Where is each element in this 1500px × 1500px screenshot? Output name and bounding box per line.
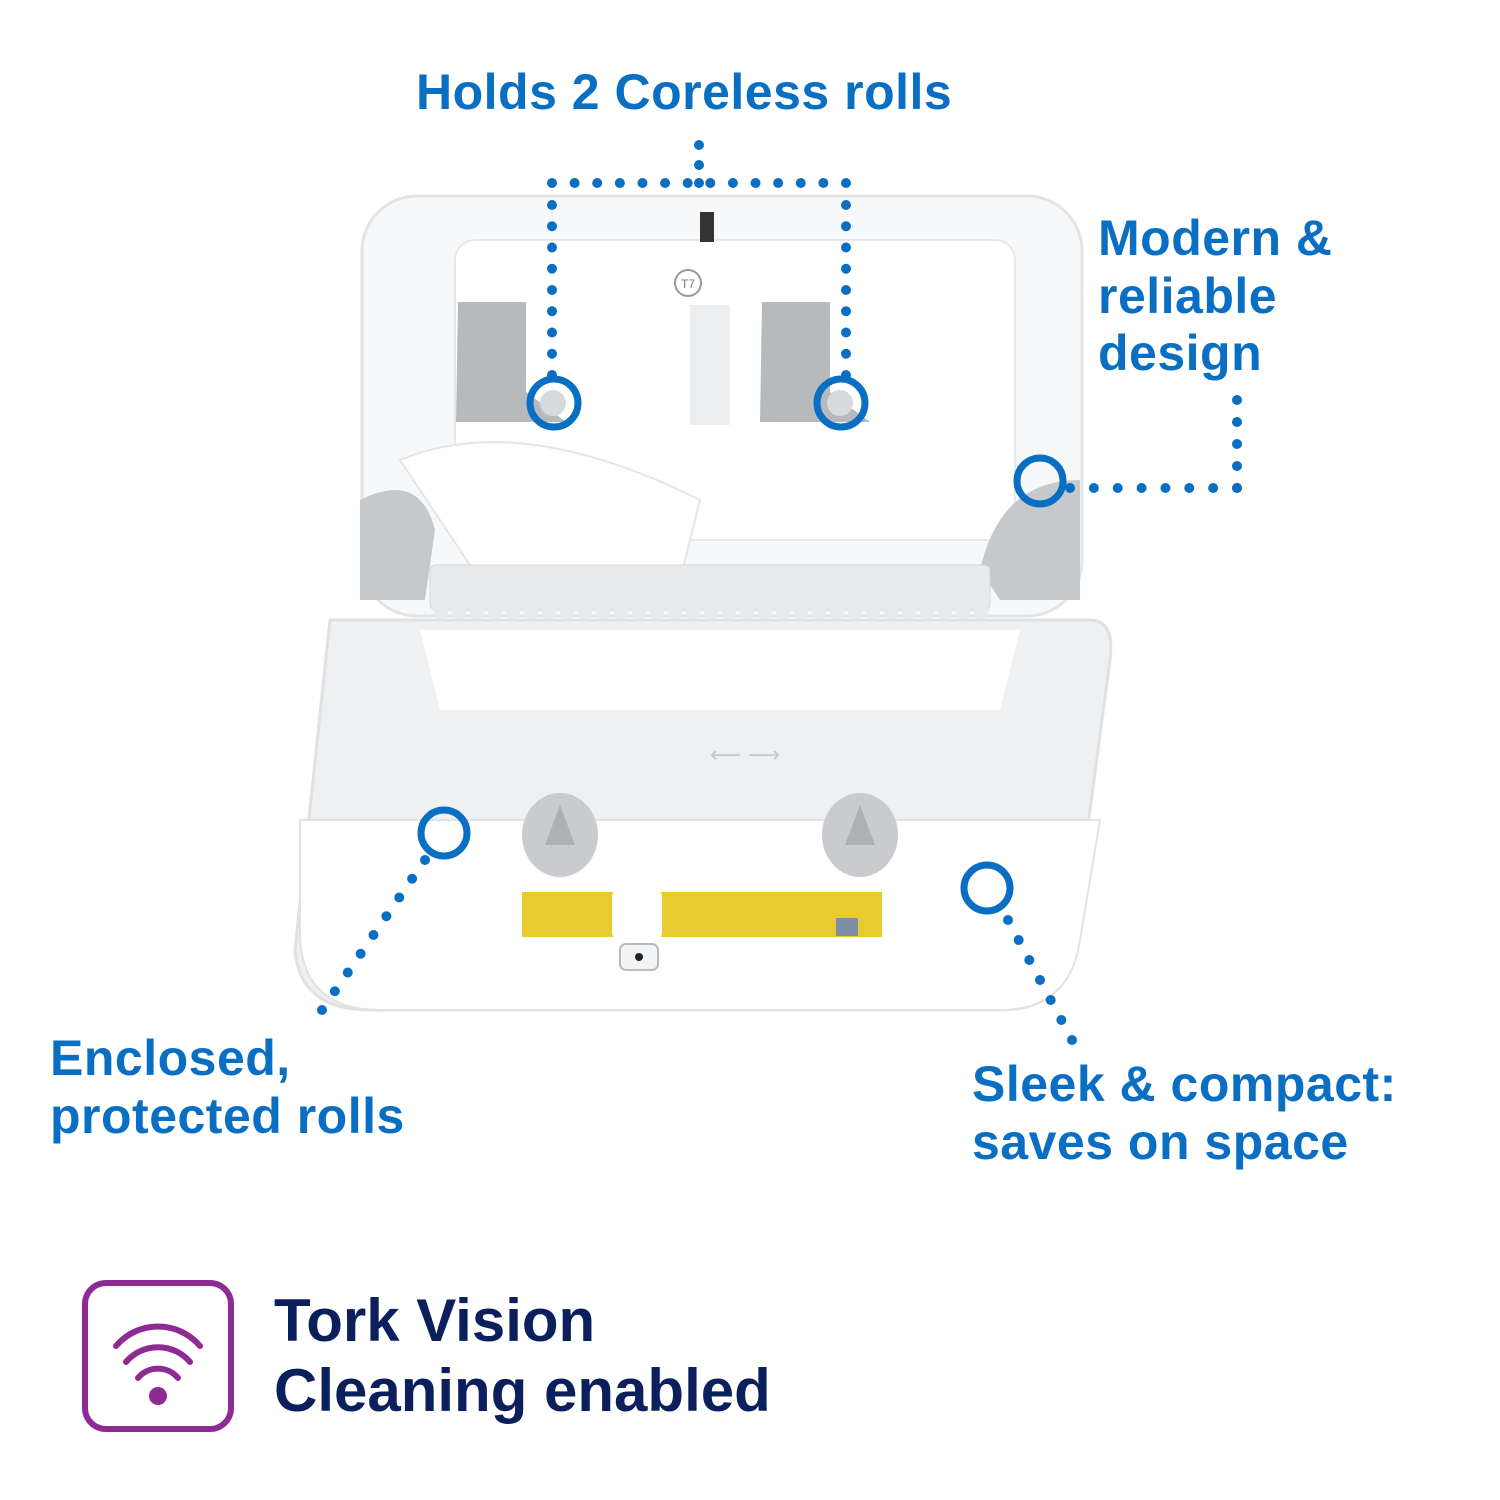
marker-design	[1013, 454, 1067, 508]
marker-left-holder	[526, 375, 582, 431]
dispenser-front-cover: ⟵ ⟶	[293, 618, 1113, 1012]
marker-enclosed	[417, 806, 471, 860]
callout-sleek-compact: Sleek & compact: saves on space	[972, 1056, 1397, 1170]
wifi-signal-icon	[82, 1280, 234, 1432]
svg-text:⟵ ⟶: ⟵ ⟶	[710, 743, 780, 768]
instruction-sticker	[522, 892, 882, 937]
highlight-markers	[417, 375, 1067, 915]
marker-compact	[960, 861, 1014, 915]
roll-flap	[398, 441, 702, 581]
marker-right-holder	[813, 375, 869, 431]
right-roll-holder	[760, 302, 870, 422]
tork-vision-text: Tork Vision Cleaning enabled	[274, 1286, 771, 1424]
callout-lines	[317, 140, 1242, 1045]
tork-vision-badge: Tork Vision Cleaning enabled	[82, 1280, 771, 1432]
callout-enclosed-rolls: Enclosed, protected rolls	[50, 1030, 405, 1144]
callout-modern-design: Modern & reliable design	[1098, 210, 1333, 381]
callout-holds-rolls: Holds 2 Coreless rolls	[416, 64, 953, 120]
left-roll-holder	[456, 302, 566, 422]
t7-marking: T7	[681, 277, 695, 291]
